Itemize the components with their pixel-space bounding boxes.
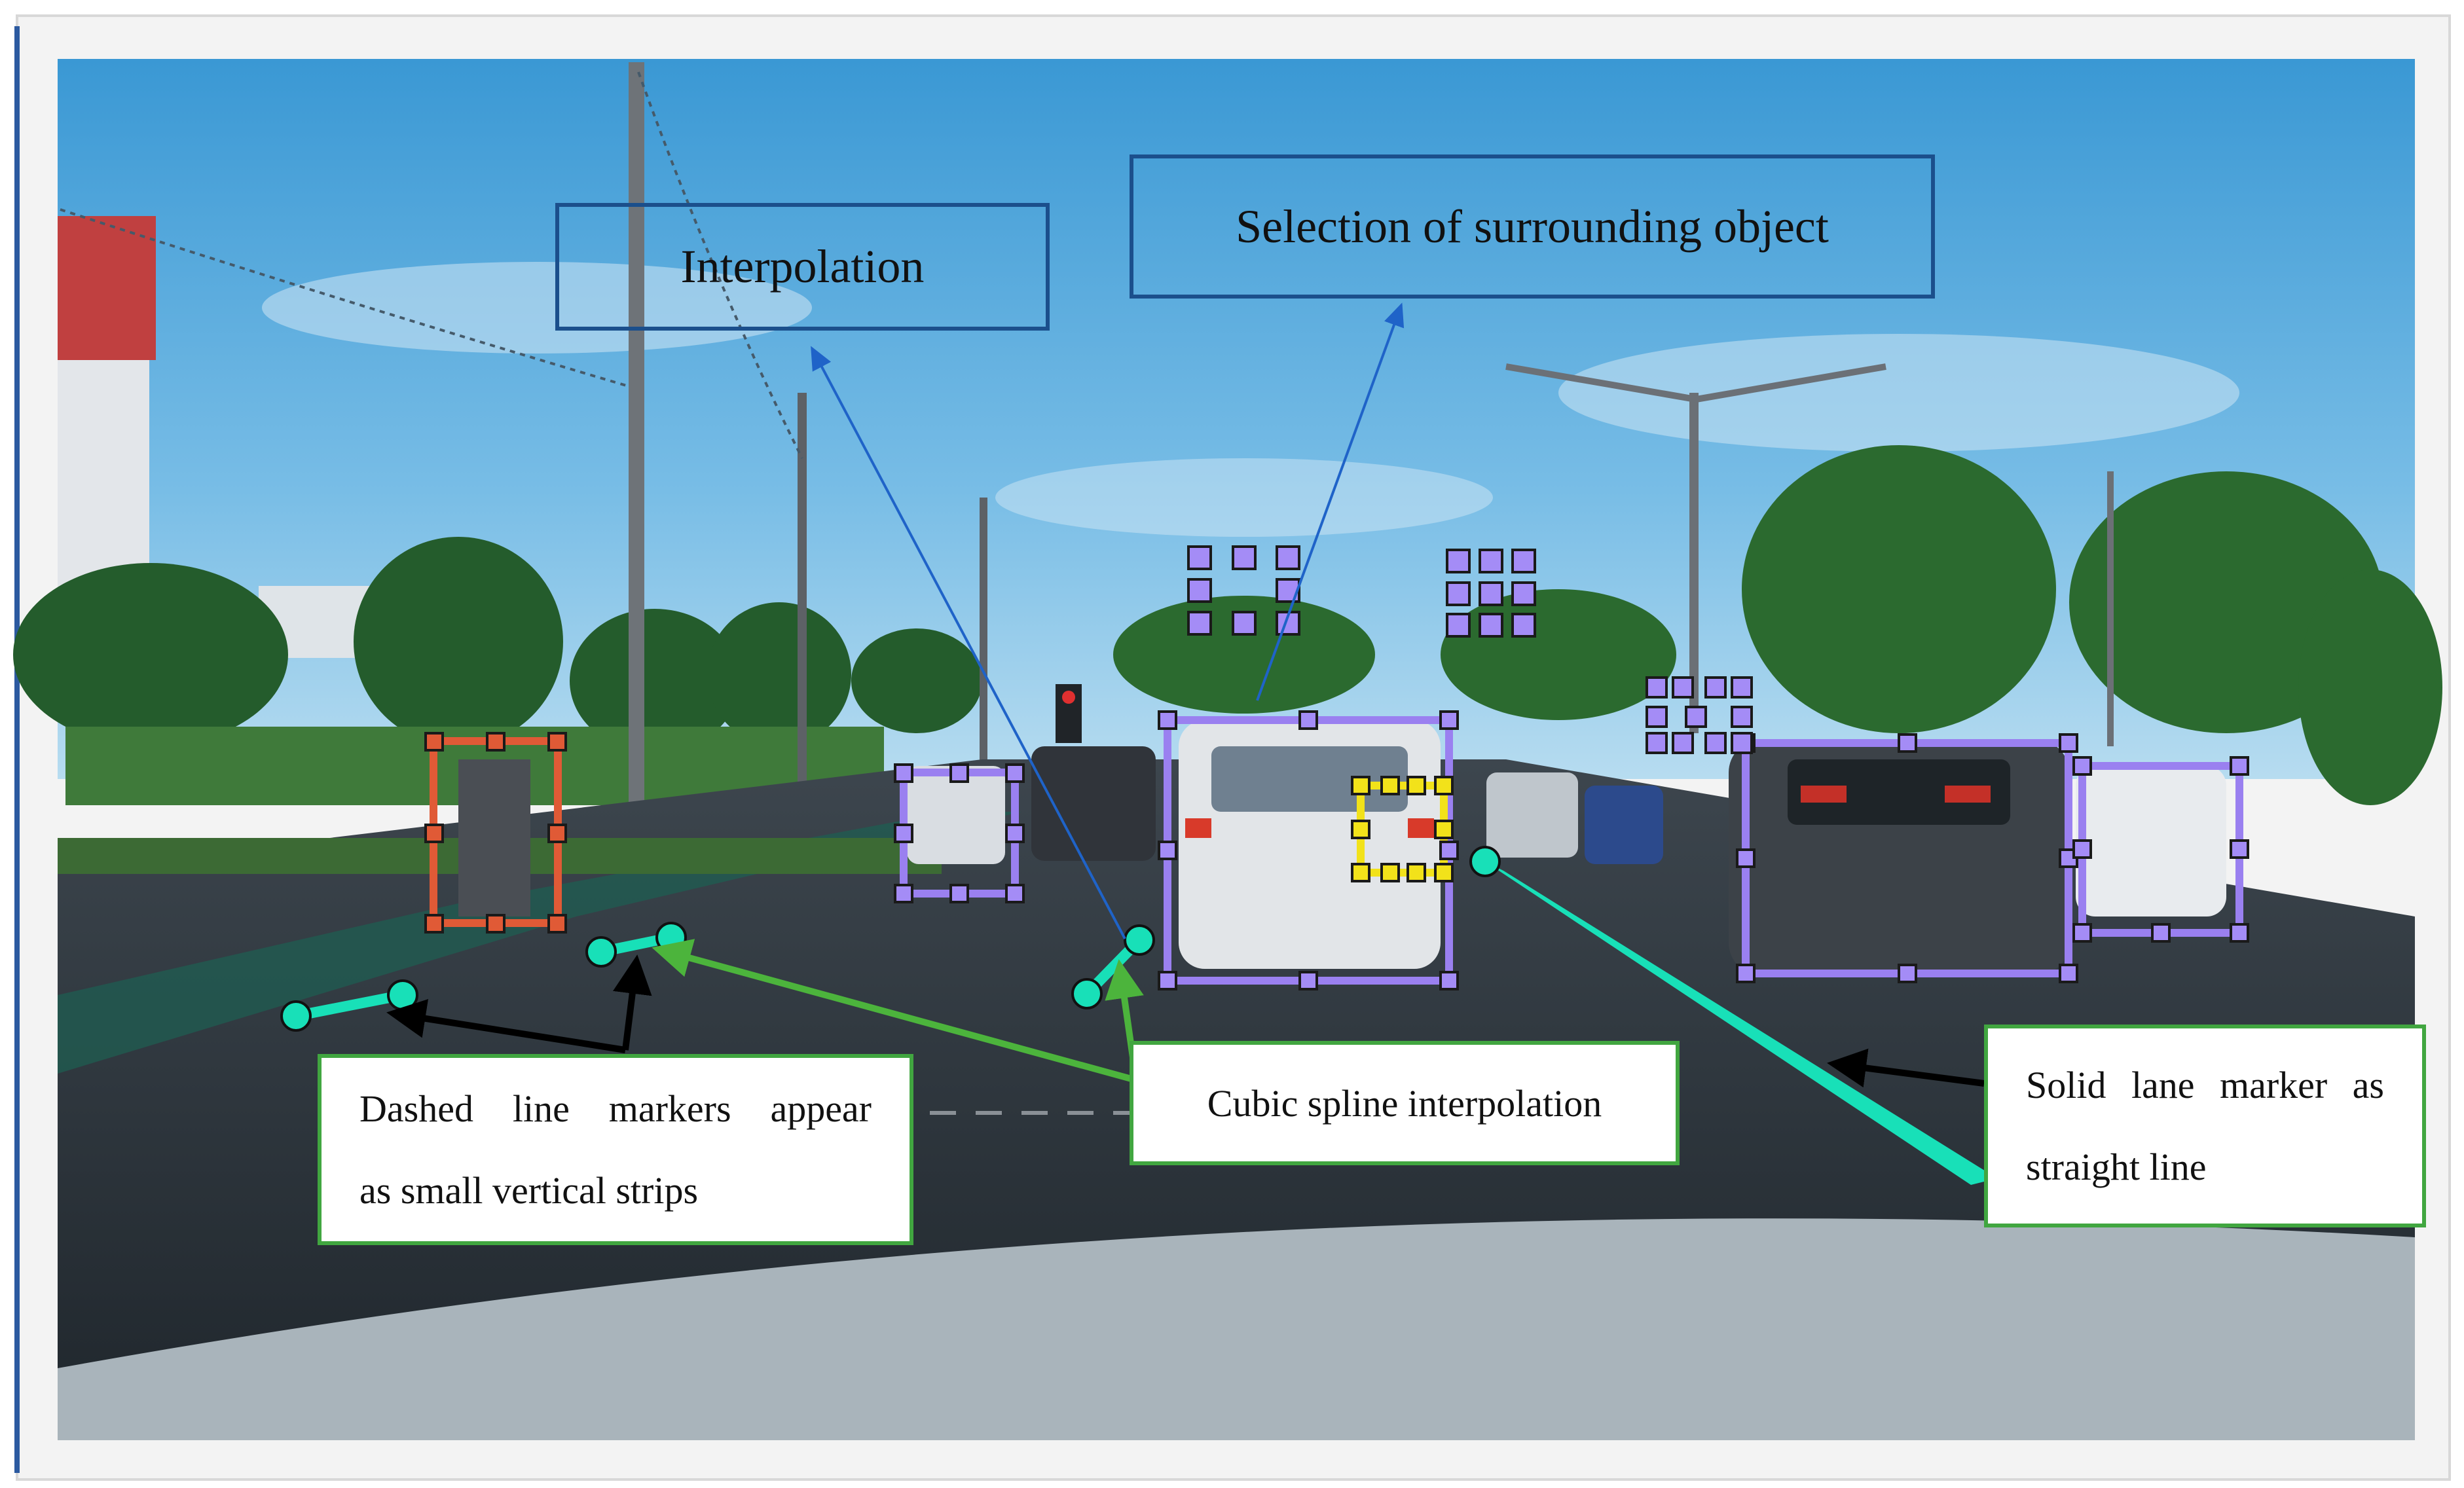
cloud xyxy=(1558,334,2239,452)
solid-lane-label-line1: Solid lane marker as xyxy=(2026,1064,2384,1106)
selection-label-box: Selection of surrounding object xyxy=(1130,154,1935,299)
spline-arrow-left xyxy=(652,939,1137,1083)
lane-point xyxy=(585,936,617,968)
power-line xyxy=(60,208,629,388)
car-taillight xyxy=(1408,818,1434,838)
vehicle-handles xyxy=(894,710,2249,990)
solid-lane-label-box: Solid lane marker as straight line xyxy=(1984,1025,2426,1227)
callout-arrows xyxy=(386,302,1985,1088)
lane-point xyxy=(387,979,418,1011)
traffic-light-boxes xyxy=(1187,545,1753,754)
solid-lane-arrow xyxy=(1827,1048,1985,1088)
dashboard xyxy=(58,1218,2415,1440)
selection-arrow xyxy=(1256,302,1405,701)
pedestrian-handles xyxy=(424,732,567,934)
red-light xyxy=(1062,691,1075,704)
dashed-line-label-line1: Dashed line markers appear xyxy=(359,1087,872,1130)
lane-point xyxy=(1124,924,1155,956)
selection-label: Selection of surrounding object xyxy=(1236,200,1829,253)
cloud xyxy=(995,458,1493,537)
cloud xyxy=(262,262,812,354)
street-light-arm xyxy=(1505,363,1886,403)
pole xyxy=(798,393,807,838)
pole xyxy=(980,498,987,786)
car-taillight xyxy=(1185,818,1211,838)
dashed-arrow-left xyxy=(386,999,626,1053)
dashed-line-label-box: Dashed line markers appear as small vert… xyxy=(318,1054,913,1245)
lane-point xyxy=(1469,846,1501,877)
cyclist xyxy=(458,759,530,916)
interpolation-arrow xyxy=(811,346,1126,939)
solid-lane-label-line2: straight line xyxy=(2026,1146,2207,1188)
car xyxy=(1486,772,1578,858)
street-light-pole xyxy=(2107,471,2114,746)
cubic-spline-label: Cubic spline interpolation xyxy=(1207,1081,1602,1125)
utility-pole xyxy=(629,62,644,854)
car-taillight xyxy=(1945,786,1991,803)
lane-point xyxy=(280,1000,312,1032)
street-light-pole xyxy=(1689,393,1699,733)
interpolation-label-box: Interpolation xyxy=(555,203,1050,331)
car-window xyxy=(1211,746,1408,812)
trees-left xyxy=(13,537,982,753)
cubic-spline-label-box: Cubic spline interpolation xyxy=(1130,1041,1680,1165)
dashed-arrow-up xyxy=(613,954,652,1051)
box-handles xyxy=(424,545,2249,990)
dashed-lane-marker xyxy=(291,990,408,1021)
building-sign xyxy=(58,360,149,589)
car xyxy=(1585,786,1663,864)
car xyxy=(1031,746,1156,861)
interpolation-label: Interpolation xyxy=(680,240,925,293)
white-car xyxy=(2076,766,2226,916)
close-object-handles xyxy=(1351,776,1454,882)
car xyxy=(907,766,1005,864)
lane-markers xyxy=(280,846,1997,1185)
road-photo xyxy=(13,59,2442,1440)
car-taillight xyxy=(1801,786,1847,803)
billboard xyxy=(58,216,156,360)
dashed-line-label-line2: as small vertical strips xyxy=(359,1169,699,1212)
lane-point xyxy=(1071,978,1103,1009)
car-window xyxy=(1788,759,2010,825)
frame-left-rule xyxy=(14,26,20,1473)
solid-lane-marker xyxy=(1485,862,1997,1185)
